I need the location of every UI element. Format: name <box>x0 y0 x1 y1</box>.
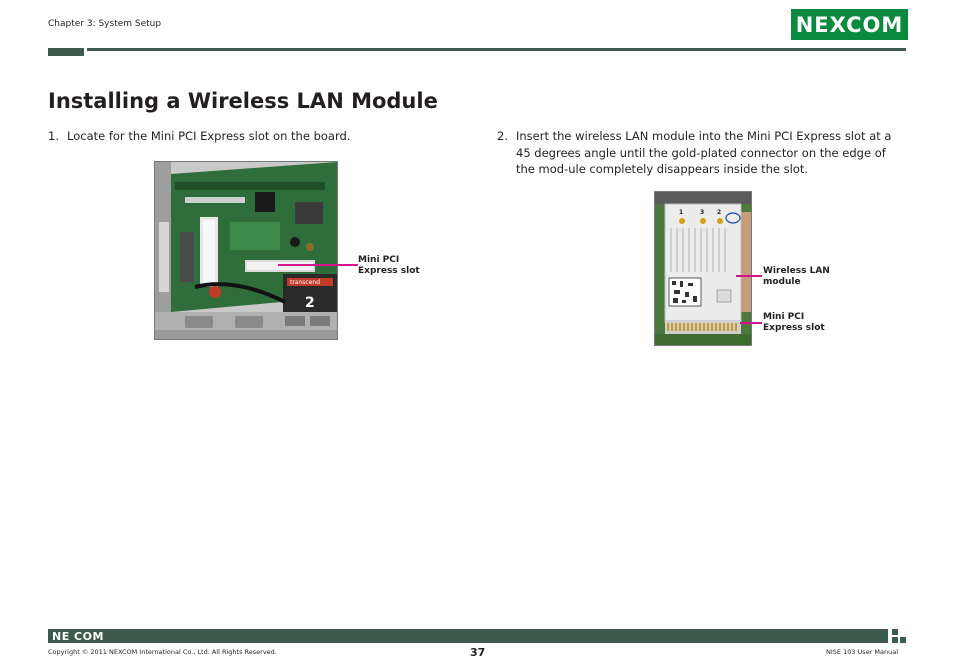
step-number: 2. <box>497 129 508 143</box>
chip-mark-3: 3 <box>700 209 704 216</box>
nexcom-logo: NEXCOM <box>791 9 908 40</box>
callout-mini-pci-express-slot: Mini PCI Express slot <box>358 255 438 276</box>
manual-name: NISE 103 User Manual <box>826 648 899 656</box>
callout-line1: Wireless LAN <box>763 266 830 276</box>
chip-mark-2: 2 <box>717 209 721 216</box>
wlan-module-photo: 1 3 2 <box>654 191 752 346</box>
page-title: Installing a Wireless LAN Module <box>48 89 438 113</box>
copyright-text: Copyright © 2011 NEXCOM International Co… <box>48 648 277 656</box>
callout-line1: Mini PCI <box>358 255 400 265</box>
footer-logo: NE COM <box>52 630 104 643</box>
step-text: Locate for the Mini PCI Express slot on … <box>67 129 351 143</box>
callout-wireless-lan-module: Wireless LAN module <box>763 266 843 287</box>
wlan-module-illustration: 1 3 2 <box>655 192 751 345</box>
callout-line-mini-pci-2 <box>740 322 762 324</box>
motherboard-photo: transcend 2 <box>154 161 338 340</box>
callout-line-mini-pci-1 <box>278 264 358 266</box>
step-1: 1. Locate for the Mini PCI Express slot o… <box>48 128 458 145</box>
svg-text:transcend: transcend <box>290 279 320 286</box>
callout-line2: Express slot <box>358 265 420 276</box>
callout-line2: module <box>763 276 801 287</box>
header-bar-line <box>87 48 906 51</box>
chip-mark-1: 1 <box>679 209 683 216</box>
callout-mini-pci-express-slot-2: Mini PCI Express slot <box>763 312 843 333</box>
header-bar-block <box>48 48 84 56</box>
chapter-label: Chapter 3: System Setup <box>48 19 162 29</box>
footer-squares-icon <box>892 629 906 643</box>
callout-line1: Mini PCI <box>763 312 805 322</box>
motherboard-illustration: transcend 2 <box>155 162 337 339</box>
footer-bar <box>48 629 888 643</box>
callout-line-wlan <box>736 275 762 277</box>
svg-text:2: 2 <box>305 295 315 311</box>
callout-line2: Express slot <box>763 322 825 333</box>
step-number: 1. <box>48 129 59 143</box>
step-2: 2. Insert the wireless LAN module into t… <box>497 128 907 178</box>
page-number: 37 <box>470 646 486 659</box>
step-text: Insert the wireless LAN module into the … <box>516 129 892 176</box>
logo-text: NEXCOM <box>795 12 904 37</box>
